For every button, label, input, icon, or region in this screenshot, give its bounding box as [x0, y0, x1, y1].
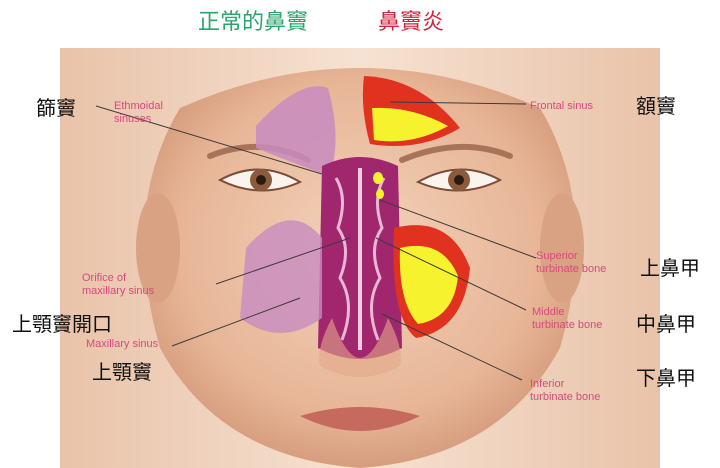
label-en-middle-line1: Middle: [532, 306, 602, 319]
inflamed-ethmoid-cell: [373, 172, 383, 184]
inflamed-ethmoid-cell: [376, 189, 384, 199]
label-en-superior-line1: Superior: [536, 250, 606, 263]
label-en-maxillary: Maxillary sinus: [86, 338, 158, 351]
label-en-ethmoidal: Ethmoidal sinuses: [114, 100, 163, 126]
right-ear: [540, 193, 584, 303]
label-en-inferior-line2: turbinate bone: [530, 391, 600, 404]
label-cn-inferior-turbinate: 下鼻甲: [636, 366, 696, 390]
label-en-orifice-line1: Orifice of: [82, 272, 154, 285]
title-sinusitis: 鼻竇炎: [378, 6, 444, 40]
label-en-ethmoidal-line1: Ethmoidal: [114, 100, 163, 113]
label-en-ethmoidal-line2: sinuses: [114, 113, 163, 126]
label-en-middle: Middle turbinate bone: [532, 306, 602, 332]
title-normal-sinus: 正常的鼻竇: [198, 6, 308, 40]
label-en-frontal: Frontal sinus: [530, 100, 593, 113]
label-en-orifice: Orifice of maxillary sinus: [82, 272, 154, 298]
label-en-inferior: Inferior turbinate bone: [530, 378, 600, 404]
label-en-orifice-line2: maxillary sinus: [82, 285, 154, 298]
label-cn-frontal: 額竇: [636, 94, 676, 118]
label-cn-maxillary-orifice: 上顎竇開口: [12, 312, 112, 336]
label-en-middle-line2: turbinate bone: [532, 319, 602, 332]
label-en-inferior-line1: Inferior: [530, 378, 600, 391]
label-cn-superior-turbinate: 上鼻甲: [640, 256, 700, 280]
label-cn-maxillary: 上顎竇: [92, 360, 152, 384]
label-cn-ethmoid: 篩竇: [36, 96, 76, 120]
label-en-superior-line2: turbinate bone: [536, 263, 606, 276]
label-en-superior: Superior turbinate bone: [536, 250, 606, 276]
label-cn-middle-turbinate: 中鼻甲: [636, 312, 696, 336]
